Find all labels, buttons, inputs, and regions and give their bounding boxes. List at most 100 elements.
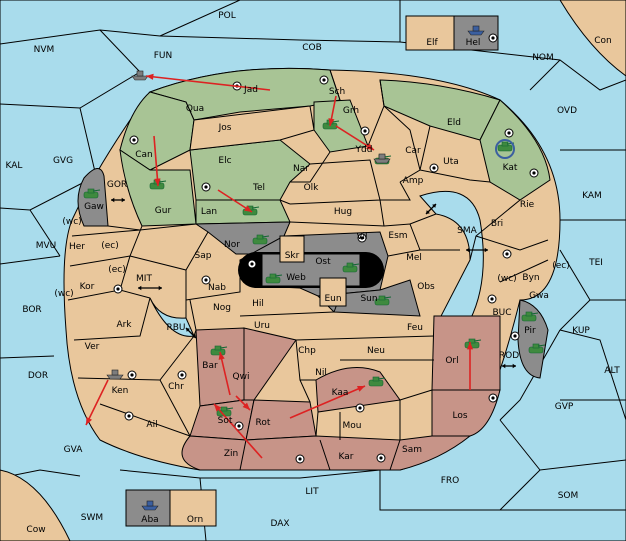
highlight-ring-icon xyxy=(495,139,515,159)
region-orl[interactable] xyxy=(431,315,501,391)
fleet-unit-icon[interactable] xyxy=(106,369,124,380)
order-arrow-icon xyxy=(217,189,253,213)
label-hug: Hug xyxy=(334,207,352,217)
label-web: Web xyxy=(286,273,306,283)
supply-center-icon xyxy=(234,421,244,431)
label-vil: Vil xyxy=(357,232,368,242)
label-chp: Chp xyxy=(298,346,316,356)
label-fro: FRO xyxy=(441,476,460,486)
label-mel: Mel xyxy=(406,253,422,263)
label-obs: Obs xyxy=(417,282,435,292)
label-sma: SMA xyxy=(457,226,477,236)
label-mvu: MVU xyxy=(36,241,57,251)
label-cob: COB xyxy=(302,43,322,53)
fleet-unit-icon[interactable] xyxy=(373,153,391,164)
label-pol: POL xyxy=(218,11,236,21)
army-unit-icon[interactable] xyxy=(83,188,101,199)
label-esm: Esm xyxy=(388,231,407,241)
label-her: Her xyxy=(69,242,85,252)
label-ken: Ken xyxy=(112,386,129,396)
label-olk: Olk xyxy=(304,183,320,193)
label-fun: FUN xyxy=(154,51,173,61)
supply-center-icon xyxy=(357,233,367,243)
army-unit-icon[interactable] xyxy=(210,345,228,356)
units xyxy=(83,25,546,511)
connectors xyxy=(111,197,516,369)
supply-center-icon xyxy=(355,403,365,413)
supply-center-icon xyxy=(124,411,134,421)
order-arrow-icon xyxy=(235,395,251,411)
army-unit-icon[interactable] xyxy=(368,376,386,387)
order-arrows xyxy=(85,73,474,459)
label-som: SOM xyxy=(558,491,579,501)
internal-borders xyxy=(67,69,549,471)
supply-center-icon xyxy=(429,163,439,173)
label-gvg: GVG xyxy=(53,156,73,166)
label-nog: Nog xyxy=(213,303,231,313)
two-way-arrow-icon xyxy=(138,285,162,291)
order-arrow-icon xyxy=(153,135,161,187)
supply-center-icon xyxy=(201,275,211,285)
order-arrow-icon xyxy=(213,403,263,459)
label-pir: Pir xyxy=(524,326,536,336)
region-hel[interactable] xyxy=(453,15,499,51)
label-tel: Tel xyxy=(252,183,265,193)
order-arrow-icon xyxy=(289,385,366,419)
label-rbu: RBU xyxy=(166,323,185,333)
order-arrow-icon xyxy=(328,95,337,127)
label-jos: Jos xyxy=(218,123,232,133)
label-ark: Ark xyxy=(116,320,132,330)
region-skr[interactable] xyxy=(279,235,305,263)
two-way-arrow-icon xyxy=(185,327,197,339)
army-unit-icon[interactable] xyxy=(374,295,392,306)
supply-center-icon xyxy=(319,75,329,85)
label-hel: Hel xyxy=(466,38,481,48)
label-kaa: Kaa xyxy=(332,388,349,398)
region-sun[interactable] xyxy=(316,279,421,317)
label-ydd: Ydd xyxy=(355,145,373,155)
label-car: Car xyxy=(405,146,421,156)
label-jad: Jad xyxy=(243,85,258,95)
label-skr: Skr xyxy=(285,251,300,261)
label-uru: Uru xyxy=(254,321,270,331)
label-kam: KAM xyxy=(582,191,602,201)
label-feu: Feu xyxy=(407,323,423,333)
label-elf: Elf xyxy=(426,38,438,48)
label-rod: ROD xyxy=(499,351,519,361)
label-kor_ec: (ec) xyxy=(108,265,126,275)
label-nab: Nab xyxy=(208,283,226,293)
label-ver: Ver xyxy=(85,342,100,352)
supply-center-icon xyxy=(177,370,187,380)
army-unit-icon[interactable] xyxy=(521,311,539,322)
supply-center-icon xyxy=(504,128,514,138)
army-unit-icon[interactable] xyxy=(528,343,546,354)
label-rot: Rot xyxy=(256,418,271,428)
label-kor: Kor xyxy=(80,282,95,292)
label-tei: TEI xyxy=(588,258,603,268)
fleet-unit-icon[interactable] xyxy=(467,25,485,36)
region-eun[interactable] xyxy=(319,277,347,307)
label-gur: Gur xyxy=(155,206,172,216)
label-mit: MIT xyxy=(136,274,152,284)
label-kor_wc: (wc) xyxy=(54,289,73,299)
army-unit-icon[interactable] xyxy=(342,262,360,273)
region-grh[interactable] xyxy=(313,99,369,153)
label-rie: Rie xyxy=(520,200,535,210)
label-cow: Cow xyxy=(26,525,45,535)
label-qwi: Qwi xyxy=(233,372,250,382)
region-jos[interactable] xyxy=(189,105,315,151)
region-orn[interactable] xyxy=(169,489,217,527)
army-unit-icon[interactable] xyxy=(265,273,283,284)
label-chr: Chr xyxy=(168,382,184,392)
supply-center-icon xyxy=(129,135,139,145)
label-sch: Sch xyxy=(329,87,345,97)
fleet-unit-icon[interactable] xyxy=(131,70,149,81)
label-kup: KUP xyxy=(572,326,590,336)
label-her_ec: (ec) xyxy=(101,241,119,251)
army-unit-icon[interactable] xyxy=(252,234,270,245)
label-hil: Hil xyxy=(252,299,264,309)
fleet-unit-icon[interactable] xyxy=(141,500,159,511)
